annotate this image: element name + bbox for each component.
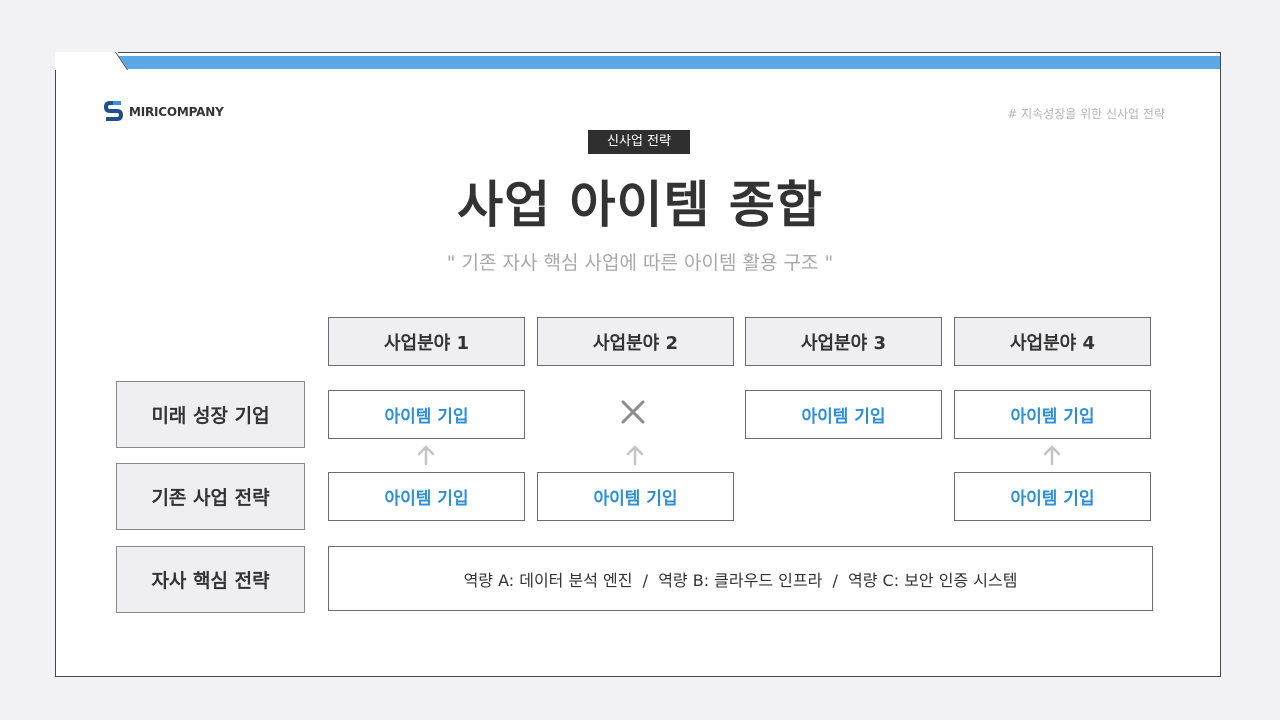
- row-header-existing: 기존 사업 전략: [116, 463, 305, 530]
- core-competency-text: 역량 A: 데이터 분석 엔진 / 역량 B: 클라우드 인프라 / 역량 C:…: [463, 570, 1018, 590]
- s-logo-icon: [104, 101, 123, 121]
- section-badge: 신사업 전략: [588, 130, 690, 154]
- existing-item-2: 아이템 기입: [537, 472, 734, 521]
- page-title: 사업 아이템 종합: [457, 176, 823, 234]
- column-header-3: 사업분야 3: [745, 317, 942, 366]
- logo-text: MIRICOMPANY: [129, 105, 224, 119]
- future-item-4: 아이템 기입: [954, 390, 1151, 439]
- company-logo: MIRICOMPANY: [104, 101, 224, 123]
- future-item-1: 아이템 기입: [328, 390, 525, 439]
- row-header-future: 미래 성장 기업: [116, 381, 305, 448]
- core-competency-box: 역량 A: 데이터 분석 엔진 / 역량 B: 클라우드 인프라 / 역량 C:…: [328, 546, 1153, 611]
- existing-item-1: 아이템 기입: [328, 472, 525, 521]
- accent-bar: [112, 56, 1220, 69]
- column-header-4: 사업분야 4: [954, 317, 1151, 366]
- slide-tagline: # 지속성장을 위한 신사업 전략: [1007, 107, 1165, 121]
- column-header-1: 사업분야 1: [328, 317, 525, 366]
- existing-item-4: 아이템 기입: [954, 472, 1151, 521]
- row-header-core: 자사 핵심 전략: [116, 546, 305, 613]
- x-icon: [621, 400, 645, 424]
- arrow-up-icon: [417, 445, 435, 466]
- column-header-2: 사업분야 2: [537, 317, 734, 366]
- arrow-up-icon: [626, 445, 644, 466]
- future-item-3: 아이템 기입: [745, 390, 942, 439]
- page-subtitle: " 기존 자사 핵심 사업에 따른 아이템 활용 구조 ": [446, 252, 834, 274]
- arrow-up-icon: [1043, 445, 1061, 466]
- frame-notch: [55, 52, 118, 70]
